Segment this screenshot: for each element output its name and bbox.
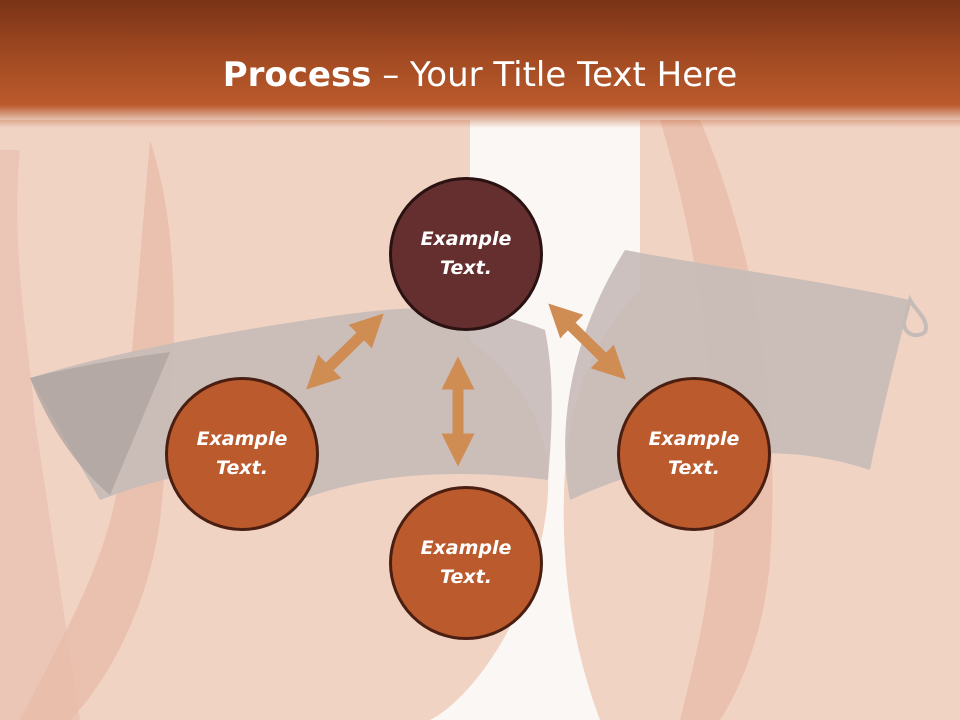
node-right-label: Example Text. bbox=[648, 428, 740, 479]
slide-title: Process – Your Title Text Here bbox=[0, 52, 960, 98]
node-bottom-label: Example Text. bbox=[420, 537, 512, 588]
process-node-left[interactable]: Example Text. bbox=[165, 377, 319, 531]
arrow-top-left bbox=[306, 313, 384, 390]
node-left-label: Example Text. bbox=[196, 428, 288, 479]
title-bold: Process bbox=[222, 55, 372, 95]
arrow-top-right bbox=[548, 303, 626, 380]
process-node-top[interactable]: Example Text. bbox=[389, 177, 543, 331]
title-rest: – Your Title Text Here bbox=[371, 55, 738, 95]
process-node-bottom[interactable]: Example Text. bbox=[389, 486, 543, 640]
node-top-label: Example Text. bbox=[420, 228, 512, 279]
title-band bbox=[0, 0, 960, 128]
process-node-right[interactable]: Example Text. bbox=[617, 377, 771, 531]
